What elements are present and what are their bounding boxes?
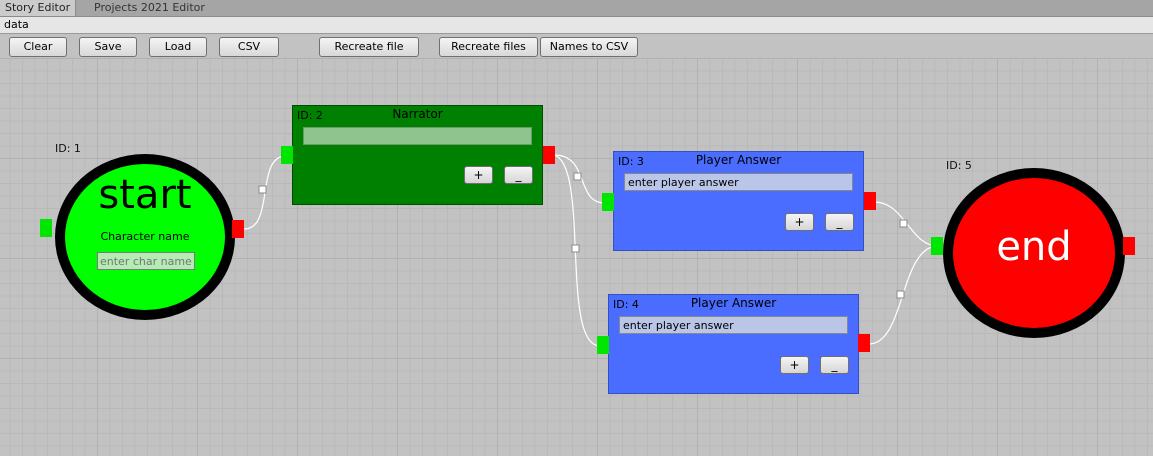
end-node-id: ID: 5 bbox=[946, 159, 972, 172]
narrator-add-button[interactable]: + bbox=[464, 166, 493, 184]
player-answer-node-4[interactable]: ID: 4 Player Answer + _ bbox=[608, 294, 859, 394]
connection-handle[interactable] bbox=[571, 244, 580, 253]
player-answer-3-add-button[interactable]: + bbox=[785, 213, 814, 231]
end-node-title: end bbox=[996, 224, 1072, 270]
narrator-node-id: ID: 2 bbox=[297, 109, 323, 122]
start-node-id: ID: 1 bbox=[55, 142, 81, 155]
data-path-value: data bbox=[4, 18, 29, 31]
player-answer-4-output-port[interactable] bbox=[858, 334, 870, 352]
player-answer-3-output-port[interactable] bbox=[864, 192, 876, 210]
recreate-file-button[interactable]: Recreate file bbox=[319, 37, 419, 57]
connection-2-4 bbox=[553, 154, 601, 347]
start-node[interactable]: start Character name bbox=[55, 154, 235, 320]
end-node[interactable]: end bbox=[943, 168, 1125, 338]
player-answer-4-remove-button[interactable]: _ bbox=[820, 356, 849, 374]
tab-story-editor[interactable]: Story Editor bbox=[0, 0, 77, 16]
data-path-field[interactable]: data bbox=[0, 17, 1153, 34]
end-node-input-port[interactable] bbox=[931, 237, 943, 255]
connection-2-3 bbox=[553, 154, 606, 204]
connection-handle[interactable] bbox=[899, 219, 908, 228]
player-answer-4-id: ID: 4 bbox=[613, 298, 639, 311]
player-answer-3-title: Player Answer bbox=[695, 153, 782, 167]
player-answer-4-input-port[interactable] bbox=[597, 336, 609, 354]
node-graph-canvas[interactable] bbox=[0, 58, 1153, 456]
narrator-node-output-port[interactable] bbox=[543, 146, 555, 164]
narrator-text-input[interactable] bbox=[303, 127, 532, 145]
tab-projects-2021-editor[interactable]: Projects 2021 Editor bbox=[94, 1, 205, 14]
player-answer-3-input[interactable] bbox=[624, 173, 853, 191]
end-node-output-port[interactable] bbox=[1123, 237, 1135, 255]
save-button[interactable]: Save bbox=[79, 37, 137, 57]
character-name-label: Character name bbox=[100, 230, 190, 243]
narrator-remove-button[interactable]: _ bbox=[504, 166, 533, 184]
player-answer-3-remove-button[interactable]: _ bbox=[825, 213, 854, 231]
start-node-input-port[interactable] bbox=[40, 219, 52, 237]
player-answer-3-id: ID: 3 bbox=[618, 155, 644, 168]
character-name-input[interactable] bbox=[97, 252, 195, 270]
player-answer-node-3[interactable]: ID: 3 Player Answer + _ bbox=[613, 151, 864, 251]
connection-handle[interactable] bbox=[258, 185, 267, 194]
player-answer-4-add-button[interactable]: + bbox=[780, 356, 809, 374]
player-answer-3-input-port[interactable] bbox=[602, 193, 614, 211]
load-button[interactable]: Load bbox=[149, 37, 207, 57]
start-node-output-port[interactable] bbox=[232, 220, 244, 238]
editor-tab-bar: Story Editor Projects 2021 Editor bbox=[0, 0, 1153, 17]
start-node-title: start bbox=[98, 172, 192, 218]
clear-button[interactable]: Clear bbox=[9, 37, 67, 57]
recreate-files-button[interactable]: Recreate files bbox=[439, 37, 538, 57]
narrator-node-input-port[interactable] bbox=[281, 146, 293, 164]
narrator-node[interactable]: ID: 2 Narrator + _ bbox=[292, 105, 543, 205]
player-answer-4-title: Player Answer bbox=[690, 296, 777, 310]
csv-button[interactable]: CSV bbox=[219, 37, 279, 57]
connection-handle[interactable] bbox=[573, 172, 582, 181]
player-answer-4-input[interactable] bbox=[619, 316, 848, 334]
narrator-node-title: Narrator bbox=[392, 107, 443, 121]
connection-handle[interactable] bbox=[896, 290, 905, 299]
names-to-csv-button[interactable]: Names to CSV bbox=[540, 37, 638, 57]
